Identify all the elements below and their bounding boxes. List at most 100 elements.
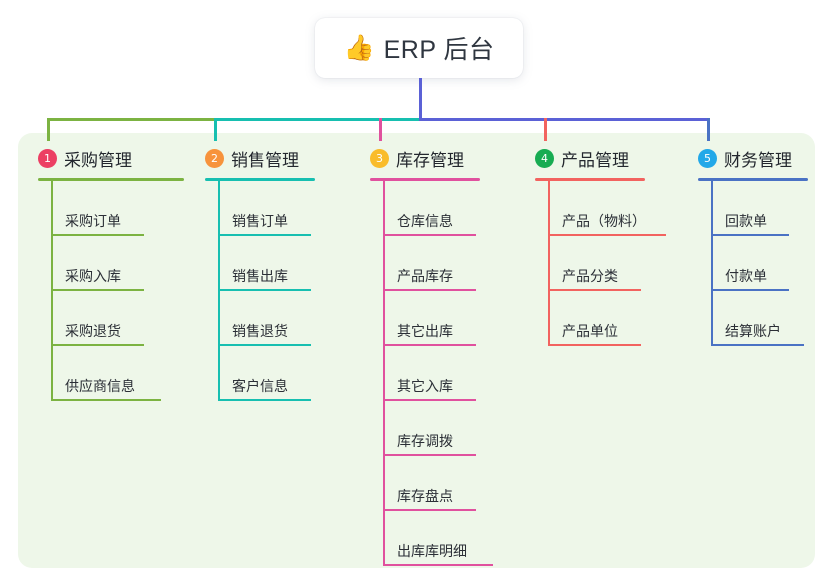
branch-item-list-1: 采购订单采购入库采购退货供应商信息 bbox=[38, 181, 184, 401]
branch-item[interactable]: 仓库信息 bbox=[370, 181, 480, 236]
branch-item-underline bbox=[51, 344, 144, 346]
branch-item-underline bbox=[218, 289, 311, 291]
branch-item[interactable]: 供应商信息 bbox=[38, 346, 184, 401]
branch-item-label: 出库库明细 bbox=[397, 543, 467, 559]
branch-item[interactable]: 客户信息 bbox=[205, 346, 315, 401]
branch-item-label: 采购订单 bbox=[65, 213, 121, 229]
branch-item[interactable]: 采购订单 bbox=[38, 181, 184, 236]
root-stem bbox=[419, 78, 422, 121]
branch-underline-2 bbox=[205, 178, 315, 181]
branch-item-underline bbox=[383, 509, 476, 511]
branch-underline-5 bbox=[698, 178, 808, 181]
branch-item-underline bbox=[51, 234, 144, 236]
bus-segment-2 bbox=[214, 118, 419, 121]
branch-item-underline bbox=[51, 289, 144, 291]
branch-item-underline bbox=[383, 344, 476, 346]
drop-to-column-2 bbox=[214, 118, 217, 141]
branch-column-4: 4 产品管理产品（物料） 产品分类产品单位 bbox=[535, 145, 666, 346]
branch-badge-1: 1 bbox=[38, 148, 57, 168]
branch-title-4: 产品管理 bbox=[561, 150, 629, 170]
branch-title-1: 采购管理 bbox=[64, 150, 132, 170]
branch-item-label: 采购入库 bbox=[65, 268, 121, 284]
branch-item[interactable]: 结算账户 bbox=[698, 291, 808, 346]
branch-spine-4 bbox=[548, 181, 550, 346]
branch-item-label: 库存调拨 bbox=[397, 433, 453, 449]
branch-underline-4 bbox=[535, 178, 645, 181]
branch-item-underline bbox=[383, 564, 493, 566]
branch-underline-3 bbox=[370, 178, 480, 181]
branch-column-1: 1 采购管理采购订单采购入库采购退货供应商信息 bbox=[38, 145, 184, 401]
branch-item-underline bbox=[711, 289, 789, 291]
branch-spine-5 bbox=[711, 181, 713, 346]
drop-to-column-4 bbox=[544, 118, 547, 141]
branch-title-2: 销售管理 bbox=[231, 150, 299, 170]
branch-item-label: 其它入库 bbox=[397, 378, 453, 394]
branch-item-label: 产品（物料） bbox=[562, 213, 646, 229]
branch-item[interactable]: 产品单位 bbox=[535, 291, 646, 346]
branch-item-label: 采购退货 bbox=[65, 323, 121, 339]
branch-badge-4: 4 bbox=[535, 148, 554, 168]
branch-item[interactable]: 采购退货 bbox=[38, 291, 184, 346]
branch-item-label: 供应商信息 bbox=[65, 378, 135, 394]
branch-item-underline bbox=[218, 344, 311, 346]
branch-item[interactable]: 产品（物料） bbox=[535, 181, 666, 236]
branch-item-underline bbox=[711, 344, 804, 346]
branch-item[interactable]: 采购入库 bbox=[38, 236, 184, 291]
root-node[interactable]: 👍 ERP 后台 bbox=[315, 18, 523, 78]
branch-item-underline bbox=[383, 399, 476, 401]
branch-item[interactable]: 库存盘点 bbox=[370, 456, 480, 511]
branch-item-underline bbox=[548, 289, 641, 291]
branch-item-list-5: 回款单付款单结算账户 bbox=[698, 181, 808, 346]
branch-item-underline bbox=[218, 234, 311, 236]
branch-badge-2: 2 bbox=[205, 148, 224, 168]
branch-title-3: 库存管理 bbox=[396, 150, 464, 170]
branch-item-list-4: 产品（物料） 产品分类产品单位 bbox=[535, 181, 666, 346]
branch-item-label: 销售退货 bbox=[232, 323, 288, 339]
branch-item-underline bbox=[383, 454, 476, 456]
branch-item-underline bbox=[548, 344, 641, 346]
branch-item-underline bbox=[548, 234, 666, 236]
branch-item[interactable]: 销售出库 bbox=[205, 236, 315, 291]
branch-item-label: 客户信息 bbox=[232, 378, 288, 394]
branch-header-4[interactable]: 4 产品管理 bbox=[535, 145, 646, 171]
branch-item-label: 产品库存 bbox=[397, 268, 453, 284]
branch-spine-1 bbox=[51, 181, 53, 401]
branch-item-label: 其它出库 bbox=[397, 323, 453, 339]
bus-segment-3 bbox=[419, 118, 710, 121]
branch-header-1[interactable]: 1 采购管理 bbox=[38, 145, 184, 171]
branch-item-label: 结算账户 bbox=[725, 323, 781, 339]
branch-item[interactable]: 其它出库 bbox=[370, 291, 480, 346]
branch-item[interactable]: 付款单 bbox=[698, 236, 808, 291]
branch-item[interactable]: 回款单 bbox=[698, 181, 808, 236]
branch-spine-3 bbox=[383, 181, 385, 566]
thumbs-up-icon: 👍 bbox=[343, 33, 375, 62]
branch-item[interactable]: 产品库存 bbox=[370, 236, 480, 291]
drop-to-column-1 bbox=[47, 118, 50, 141]
branch-item[interactable]: 其它入库 bbox=[370, 346, 480, 401]
branch-item-underline bbox=[711, 234, 789, 236]
branch-item-list-3: 仓库信息产品库存其它出库其它入库库存调拨库存盘点出库库明细 bbox=[370, 181, 493, 566]
branch-header-2[interactable]: 2 销售管理 bbox=[205, 145, 315, 171]
branch-item[interactable]: 销售订单 bbox=[205, 181, 315, 236]
branch-item[interactable]: 库存调拨 bbox=[370, 401, 480, 456]
branch-item[interactable]: 销售退货 bbox=[205, 291, 315, 346]
branch-item-label: 产品分类 bbox=[562, 268, 618, 284]
bus-segment-1 bbox=[47, 118, 214, 121]
branch-column-2: 2 销售管理销售订单销售出库销售退货客户信息 bbox=[205, 145, 315, 401]
root-title: ERP 后台 bbox=[383, 36, 495, 64]
branch-item-label: 仓库信息 bbox=[397, 213, 453, 229]
branch-title-5: 财务管理 bbox=[724, 150, 792, 170]
branch-item-list-2: 销售订单销售出库销售退货客户信息 bbox=[205, 181, 315, 401]
branch-underline-1 bbox=[38, 178, 184, 181]
branch-item-label: 回款单 bbox=[725, 213, 767, 229]
branch-item[interactable]: 出库库明细 bbox=[370, 511, 493, 566]
branch-item-underline bbox=[383, 234, 476, 236]
branch-item-label: 产品单位 bbox=[562, 323, 618, 339]
branch-item-label: 库存盘点 bbox=[397, 488, 453, 504]
branch-item[interactable]: 产品分类 bbox=[535, 236, 646, 291]
branch-item-label: 销售出库 bbox=[232, 268, 288, 284]
